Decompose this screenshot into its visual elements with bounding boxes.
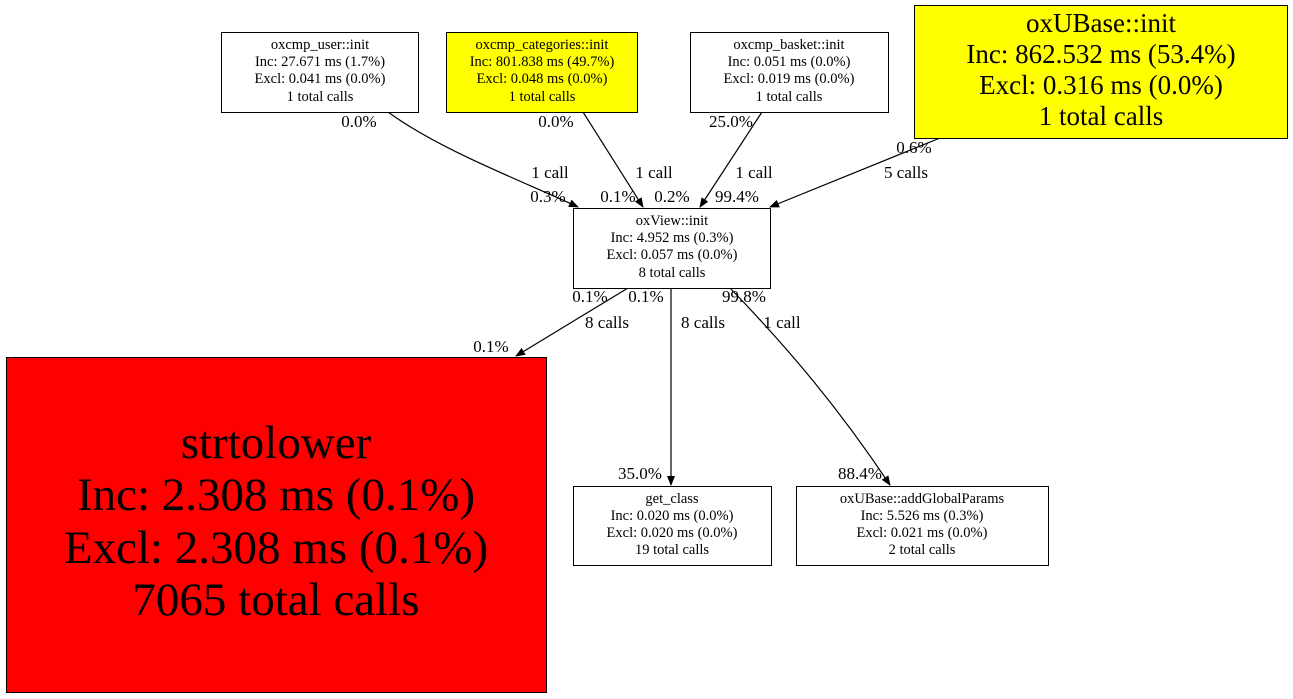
node-inc: Inc: 5.526 ms (0.3%) xyxy=(861,508,984,524)
edge-tail-label: 0.0% xyxy=(341,112,376,131)
edge-tail-label: 99.8% xyxy=(722,287,766,306)
edge-tail-label: 0.6% xyxy=(896,138,931,157)
edge-calls-label: 5 calls xyxy=(884,163,928,182)
node-excl: Excl: 0.019 ms (0.0%) xyxy=(724,71,855,87)
node-get-class[interactable]: get_class Inc: 0.020 ms (0.0%) Excl: 0.0… xyxy=(573,486,772,566)
node-inc: Inc: 4.952 ms (0.3%) xyxy=(611,230,734,246)
node-calls: 1 total calls xyxy=(756,89,823,105)
node-name: get_class xyxy=(645,491,699,507)
node-excl: Excl: 0.020 ms (0.0%) xyxy=(607,525,738,541)
node-calls: 2 total calls xyxy=(889,542,956,558)
edge-calls-label: 1 call xyxy=(531,163,569,182)
node-calls: 8 total calls xyxy=(639,265,706,281)
edge-calls-label: 8 calls xyxy=(681,313,725,332)
edge-tail-label: 0.1% xyxy=(628,287,663,306)
node-inc: Inc: 27.671 ms (1.7%) xyxy=(255,54,385,70)
edge-tail-label: 0.0% xyxy=(538,112,573,131)
edge-calls-label: 1 call xyxy=(635,163,673,182)
edge-head-label: 0.1% xyxy=(473,337,508,356)
node-excl: Excl: 2.308 ms (0.1%) xyxy=(64,522,488,574)
node-name: oxcmp_user::init xyxy=(271,37,369,53)
node-calls: 19 total calls xyxy=(635,542,709,558)
node-excl: Excl: 0.041 ms (0.0%) xyxy=(255,71,386,87)
edge-view-getclass: 0.1% 8 calls 35.0% xyxy=(618,287,725,486)
edge-calls-label: 8 calls xyxy=(585,313,629,332)
node-excl: Excl: 0.021 ms (0.0%) xyxy=(857,525,988,541)
edge-categories-view: 0.0% 1 call 0.1% xyxy=(538,111,673,208)
node-name: oxUBase::init xyxy=(1026,8,1176,38)
edge-head-label: 88.4% xyxy=(838,464,882,483)
node-oxubase-init[interactable]: oxUBase::init Inc: 862.532 ms (53.4%) Ex… xyxy=(914,5,1288,139)
node-oxubase-addglobalparams[interactable]: oxUBase::addGlobalParams Inc: 5.526 ms (… xyxy=(796,486,1049,566)
node-inc: Inc: 2.308 ms (0.1%) xyxy=(77,469,475,521)
node-oxcmp-basket-init[interactable]: oxcmp_basket::init Inc: 0.051 ms (0.0%) … xyxy=(690,32,889,113)
edge-head-label: 0.3% xyxy=(530,187,565,206)
node-oxcmp-user-init[interactable]: oxcmp_user::init Inc: 27.671 ms (1.7%) E… xyxy=(221,32,419,113)
node-inc: Inc: 801.838 ms (49.7%) xyxy=(470,54,615,70)
node-name: oxView::init xyxy=(636,213,708,229)
node-calls: 1 total calls xyxy=(287,89,354,105)
edge-view-addglobal: 99.8% 1 call 88.4% xyxy=(722,287,891,486)
node-oxcmp-categories-init[interactable]: oxcmp_categories::init Inc: 801.838 ms (… xyxy=(446,32,638,113)
edge-head-label: 0.2% xyxy=(654,187,689,206)
node-calls: 1 total calls xyxy=(509,89,576,105)
node-calls: 1 total calls xyxy=(1039,101,1163,131)
edge-calls-label: 1 call xyxy=(735,163,773,182)
node-excl: Excl: 0.048 ms (0.0%) xyxy=(477,71,608,87)
node-inc: Inc: 0.020 ms (0.0%) xyxy=(611,508,734,524)
node-name: oxUBase::addGlobalParams xyxy=(840,491,1005,507)
edge-user-view: 0.0% 1 call 0.3% xyxy=(341,111,579,208)
node-calls: 7065 total calls xyxy=(132,574,419,626)
edge-view-strtolower: 0.1% 8 calls 0.1% xyxy=(473,287,629,357)
node-inc: Inc: 862.532 ms (53.4%) xyxy=(966,39,1235,69)
edge-head-label: 99.4% xyxy=(715,187,759,206)
node-excl: Excl: 0.316 ms (0.0%) xyxy=(979,70,1223,100)
node-inc: Inc: 0.051 ms (0.0%) xyxy=(728,54,851,70)
node-name: strtolower xyxy=(181,417,372,469)
edge-ubase-view: 0.6% 5 calls 99.4% xyxy=(715,137,941,208)
node-name: oxcmp_categories::init xyxy=(476,37,609,53)
edge-head-label: 0.1% xyxy=(600,187,635,206)
edge-tail-label: 25.0% xyxy=(709,112,753,131)
edge-calls-label: 1 call xyxy=(763,313,801,332)
node-strtolower[interactable]: strtolower Inc: 2.308 ms (0.1%) Excl: 2.… xyxy=(6,357,547,693)
edge-tail-label: 0.1% xyxy=(572,287,607,306)
edge-basket-view: 25.0% 1 call 0.2% xyxy=(654,111,773,208)
node-excl: Excl: 0.057 ms (0.0%) xyxy=(607,247,738,263)
node-oxview-init[interactable]: oxView::init Inc: 4.952 ms (0.3%) Excl: … xyxy=(573,208,771,289)
edge-head-label: 35.0% xyxy=(618,464,662,483)
node-name: oxcmp_basket::init xyxy=(733,37,844,53)
